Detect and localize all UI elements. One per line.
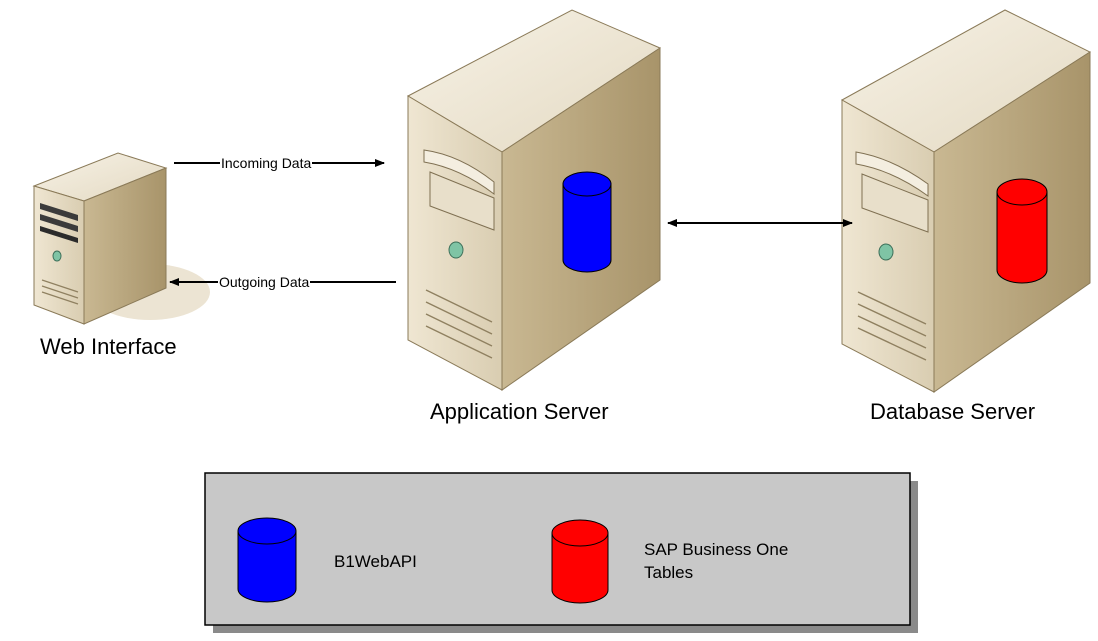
legend-b1webapi-label: B1WebAPI bbox=[334, 552, 417, 571]
database-server bbox=[840, 9, 1092, 393]
legend-red-cylinder-icon bbox=[551, 519, 609, 604]
sap-tables-cylinder bbox=[996, 178, 1048, 284]
incoming-data-label: Incoming Data bbox=[220, 155, 313, 171]
database-server-power-led bbox=[878, 243, 894, 261]
outgoing-data-label: Outgoing Data bbox=[218, 274, 311, 290]
database-server-label: Database Server bbox=[870, 399, 1036, 424]
legend-sap-tables-label: SAP Business One Tables bbox=[644, 540, 789, 582]
application-server-label: Application Server bbox=[430, 399, 609, 424]
application-server bbox=[406, 9, 662, 391]
application-server-power-led bbox=[448, 241, 464, 259]
web-interface-power-led bbox=[52, 250, 62, 262]
legend bbox=[204, 472, 918, 633]
legend-blue-cylinder-icon bbox=[237, 517, 297, 603]
web-interface-server bbox=[32, 152, 210, 325]
b1webapi-cylinder bbox=[562, 171, 612, 273]
web-interface-label: Web Interface bbox=[40, 334, 177, 359]
